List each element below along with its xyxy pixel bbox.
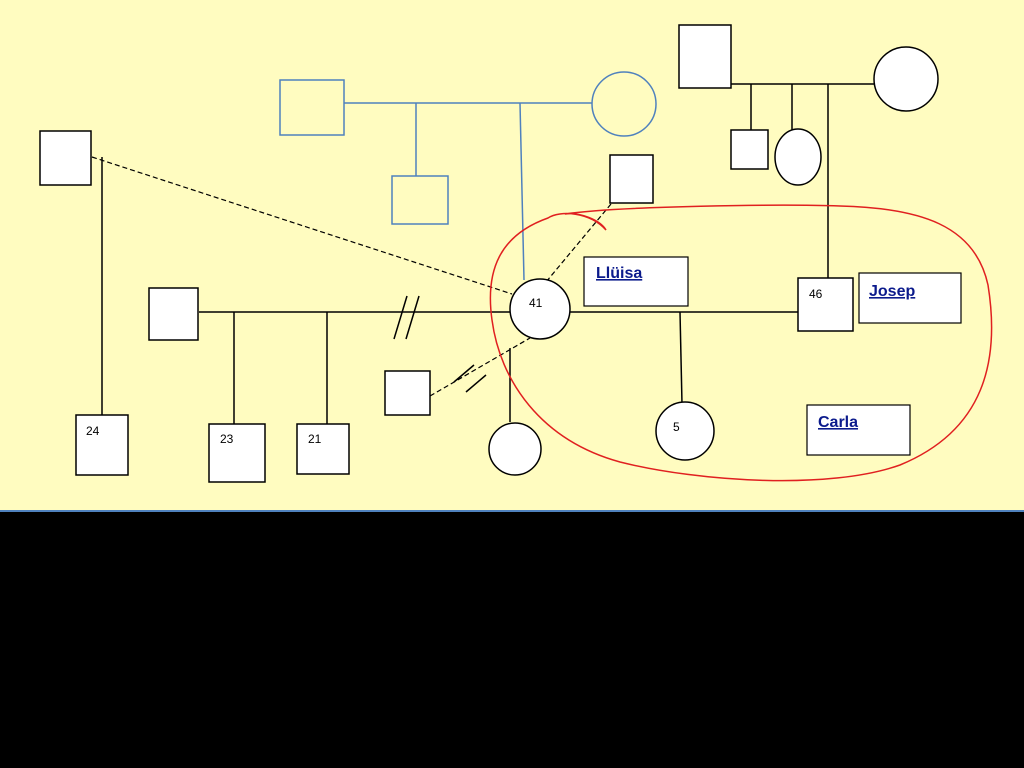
name-box-woman (583, 256, 689, 307)
uncle-square (730, 129, 769, 170)
top-partner-square (609, 154, 654, 204)
middle-child-square (391, 175, 449, 225)
woman-center-circle (509, 278, 571, 340)
divorce-mark-2b (465, 374, 487, 393)
first-husband-square (148, 287, 199, 341)
dashed-line-left-man (91, 156, 513, 295)
girl-circle (655, 401, 715, 461)
lower-partner-square (384, 370, 431, 416)
age-son-24: 24 (86, 424, 100, 438)
grandmother-right-circle (873, 46, 939, 112)
grandfather-right-square (678, 24, 732, 89)
left-man-square (39, 130, 92, 186)
age-son-23: 23 (220, 432, 234, 446)
divorce-mark-1b (405, 295, 420, 340)
grandparents-right-family (678, 24, 939, 278)
age-son-21: 21 (308, 432, 322, 446)
lower-panel (0, 511, 1024, 768)
bottom-daughter-circle (488, 422, 542, 476)
name-man[interactable]: Josep (869, 283, 915, 300)
dashed-line-top-square (545, 203, 612, 283)
grandparents-middle-family (279, 71, 657, 281)
age-man-right: 46 (809, 287, 823, 301)
son-23-square (208, 423, 266, 483)
name-boxes (583, 256, 962, 456)
name-box-man (858, 272, 962, 324)
child-line-woman-center (519, 102, 525, 281)
divorce-mark-2a (453, 364, 475, 383)
household-highlight-outline (489, 204, 993, 482)
name-girl[interactable]: Carla (818, 414, 858, 431)
name-woman[interactable]: Llüisa (596, 265, 642, 282)
grandmother-middle-circle (591, 71, 657, 137)
man-right-square (797, 277, 854, 332)
dashed-line-lower-square (429, 337, 531, 397)
main-family-lines (101, 157, 798, 424)
dashed-relations (91, 156, 612, 397)
child-line-girl (679, 311, 683, 405)
son-24-square (75, 414, 129, 476)
son-21-square (296, 423, 350, 475)
grandfather-middle-square (279, 79, 345, 136)
name-box-girl (806, 404, 911, 456)
family-members (39, 130, 854, 483)
age-woman-center: 41 (529, 296, 543, 310)
divorce-mark-1a (393, 295, 408, 340)
age-girl: 5 (673, 420, 680, 434)
aunt-circle (774, 128, 822, 186)
